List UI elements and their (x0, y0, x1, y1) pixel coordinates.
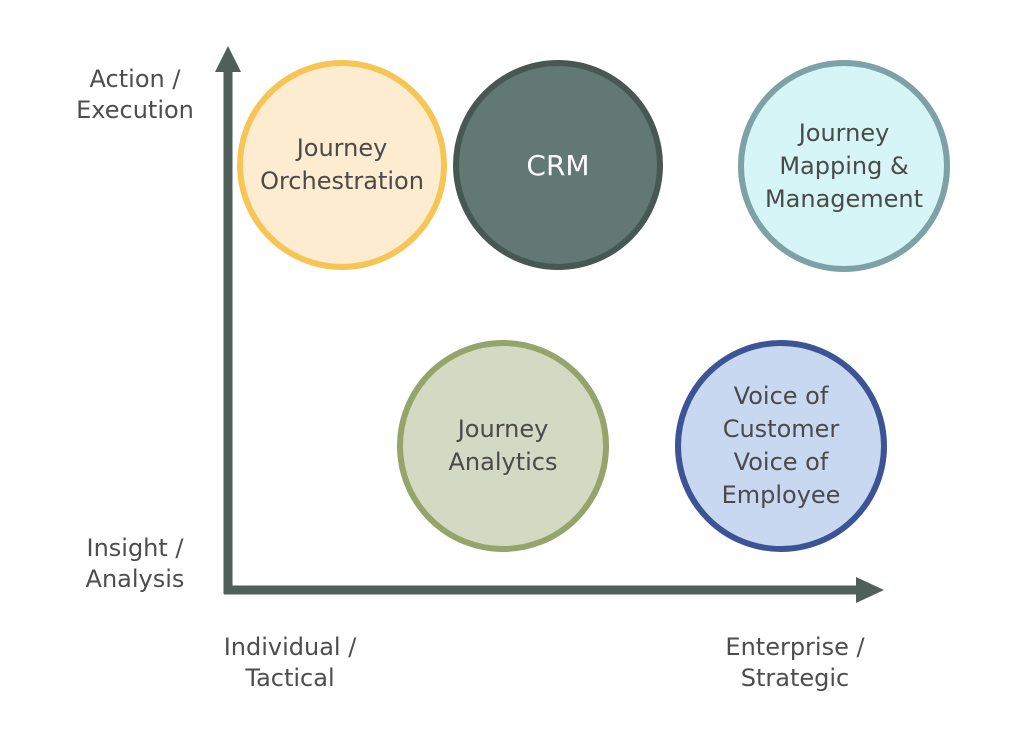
y-axis-top-label: Action / Execution (76, 65, 194, 124)
journey-analytics-bubble: Journey Analytics (397, 340, 609, 552)
y-axis-bottom-label: Insight / Analysis (85, 534, 185, 593)
x-axis-right-label: Enterprise / Strategic (725, 633, 865, 692)
x-axis-arrowhead (856, 577, 884, 603)
x-axis-left-label: Individual / Tactical (223, 633, 357, 692)
journey-analytics-label: Journey Analytics (448, 415, 558, 476)
voice-of-customer-employee-bubble: Voice of Customer Voice of Employee (675, 340, 887, 552)
journey-mapping-bubble: Journey Mapping & Management (738, 60, 950, 272)
crm-label: CRM (526, 148, 590, 182)
crm-bubble: CRM (453, 60, 663, 270)
journey-orchestration-label: Journey Orchestration (260, 134, 424, 195)
journey-mapping-label: Journey Mapping & Management (764, 118, 924, 213)
journey-orchestration-bubble: Journey Orchestration (237, 60, 447, 270)
voice-of-customer-employee-label: Voice of Customer Voice of Employee (721, 382, 841, 509)
y-axis-arrowhead (215, 46, 241, 72)
